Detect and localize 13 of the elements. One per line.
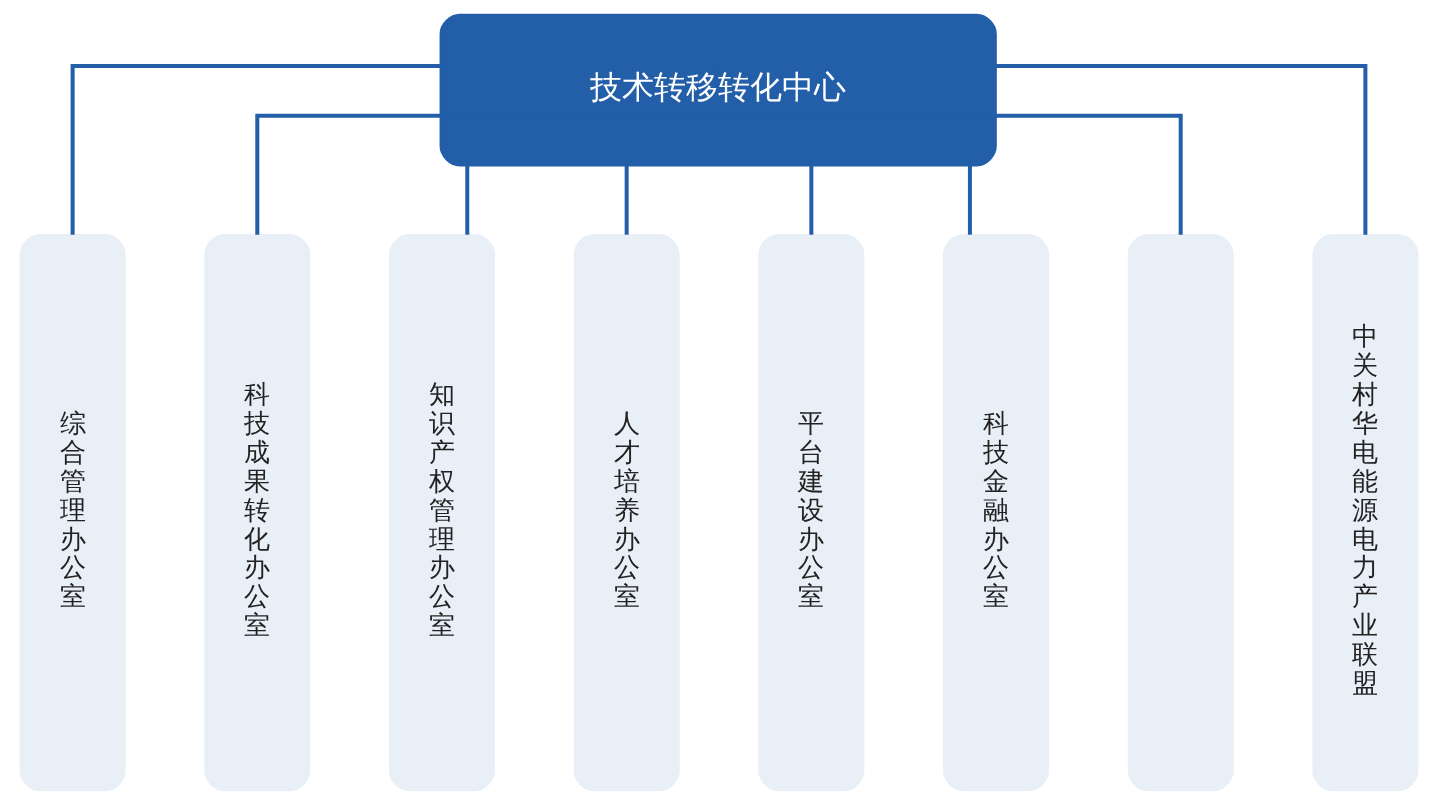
node-box: 技术转移转化中心 (439, 13, 997, 167)
node-box: 综合管理办公室 (19, 233, 126, 792)
node-box: 知识产权管理办公室 (388, 233, 495, 792)
node-box: 人才培养办公室 (573, 233, 680, 792)
connector (967, 165, 972, 235)
connector (624, 165, 629, 235)
node-box: 平台建设办公室 (757, 233, 864, 792)
connector (808, 165, 813, 235)
node-box: 中关村华电能源电力产业联盟 (1311, 233, 1418, 792)
node-box: 科技金融办公室 (942, 233, 1049, 792)
node-box: 科技成果转化办公室 (203, 233, 310, 792)
connector (464, 165, 469, 235)
node-box (1127, 233, 1234, 792)
